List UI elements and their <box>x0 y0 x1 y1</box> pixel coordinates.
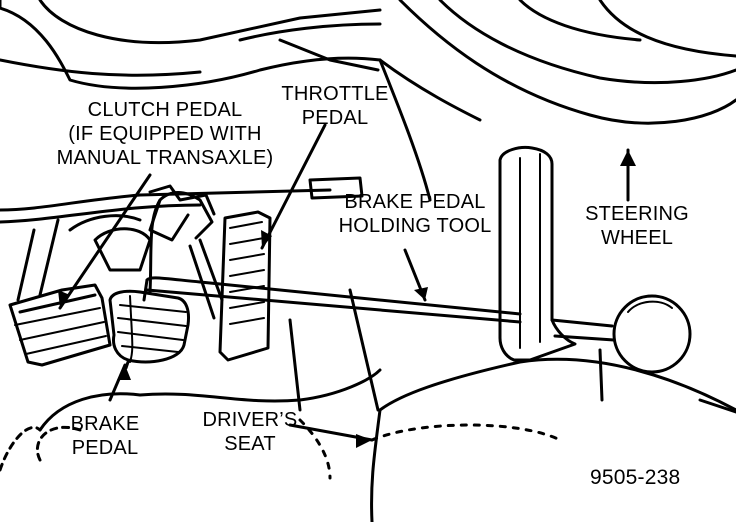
brake-pedal <box>108 184 216 370</box>
holding-tool-label-line-2: HOLDING TOOL <box>338 215 492 237</box>
figure-number: 9505-238 <box>590 466 681 489</box>
brake-pedal-holding-tool <box>142 146 692 374</box>
drivers-seat-label-line-1: DRIVER’S <box>202 409 298 431</box>
throttle-pedal <box>188 210 272 362</box>
arrow-clutch <box>58 290 70 308</box>
throttle-pedal-label-line-2: PEDAL <box>301 107 369 129</box>
arrow-throttle <box>261 230 272 248</box>
holding-tool-label-line-1: BRAKE PEDAL <box>344 191 486 213</box>
clutch-pedal-label-line-1: CLUTCH PEDAL <box>87 99 243 121</box>
steering-wheel-label-line-2: WHEEL <box>600 227 674 249</box>
brake-pedal-label: BRAKE PEDAL <box>50 412 160 460</box>
throttle-pedal-label-line-1: THROTTLE <box>281 83 389 105</box>
dashboard <box>0 0 432 224</box>
leader-clutch <box>58 173 152 310</box>
arrow-seat <box>356 434 372 448</box>
brake-pedal-label-line-2: PEDAL <box>71 437 139 459</box>
arrow-brake <box>117 365 131 380</box>
drivers-seat <box>370 348 736 522</box>
clutch-pedal-label: CLUTCH PEDAL (IF EQUIPPED WITH MANUAL TR… <box>50 98 280 170</box>
steering-wheel <box>378 0 736 125</box>
clutch-pedal <box>8 214 152 367</box>
arrow-holding-tool <box>414 287 428 300</box>
drivers-seat-label-line-2: SEAT <box>224 433 276 455</box>
steering-wheel-label-line-1: STEERING <box>585 203 689 225</box>
brake-pedal-label-line-1: BRAKE <box>70 413 140 435</box>
brake-pedal-holding-tool-label: BRAKE PEDAL HOLDING TOOL <box>325 190 505 238</box>
drivers-seat-label: DRIVER’S SEAT <box>190 408 310 456</box>
arrow-steering <box>620 150 636 166</box>
throttle-pedal-label: THROTTLE PEDAL <box>270 82 400 130</box>
leader-throttle <box>260 123 327 250</box>
clutch-pedal-label-line-2: (IF EQUIPPED WITH <box>68 123 262 145</box>
clutch-pedal-label-line-3: MANUAL TRANSAXLE) <box>56 147 274 169</box>
steering-wheel-label: STEERING WHEEL <box>577 202 697 250</box>
floor <box>0 288 382 480</box>
